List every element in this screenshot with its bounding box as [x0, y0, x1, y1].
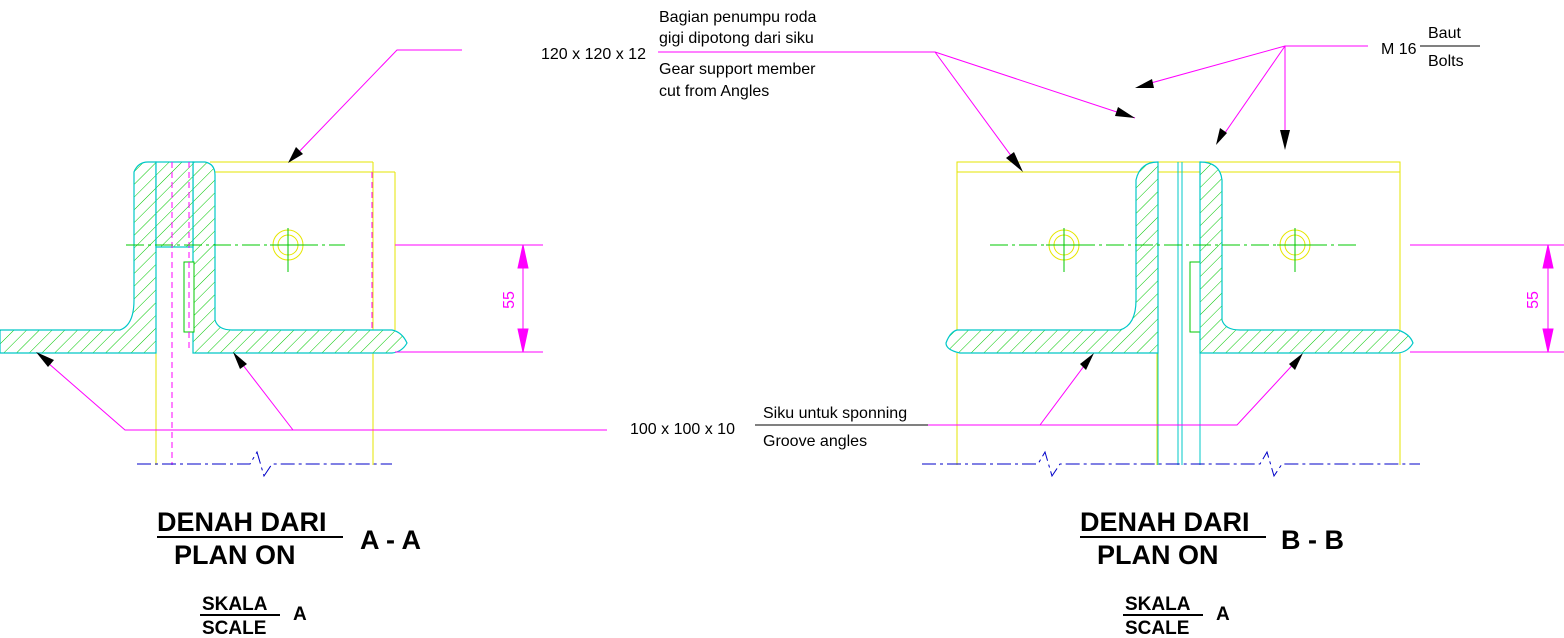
groove-label-en: Groove angles: [763, 433, 867, 450]
arrow-bolt-2: [1216, 128, 1227, 145]
break-line-left: [137, 450, 392, 478]
member-label-id-1: Bagian penumpu roda: [659, 9, 817, 26]
title-block-b: DENAH DARI PLAN ON B - B SKALA SCALE A: [1080, 507, 1344, 638]
view-a-a: 55: [0, 49, 607, 478]
dimension-label-left: 55: [501, 291, 518, 309]
scale-id-a: SKALA: [202, 594, 268, 615]
arrow-gear-right-1: [1006, 152, 1023, 172]
arrow-gear-right-2: [1115, 107, 1135, 118]
groove-size: 100 x 100 x 10: [630, 421, 735, 438]
title-block-a: DENAH DARI PLAN ON A - A SKALA SCALE A: [157, 507, 421, 638]
arrow-gear-left: [288, 147, 303, 163]
bolt-label-id: Baut: [1428, 25, 1461, 42]
member-label-en-1: Gear support member: [659, 61, 816, 78]
gear-member-hatch: [155, 161, 194, 248]
arrow-bolt-3: [1280, 130, 1290, 150]
scale-id-b: SKALA: [1125, 594, 1191, 615]
angle-right-right-hatch: [1199, 161, 1414, 354]
groove-slot-right: [1189, 261, 1201, 333]
bolt-size: M 16: [1381, 41, 1417, 58]
angle-left-hatch: [0, 161, 157, 354]
leader-gear-member-left: [292, 49, 462, 159]
scale-en-b: SCALE: [1125, 618, 1189, 638]
leader-bolts: [1139, 45, 1368, 144]
section-label-b: B - B: [1281, 525, 1344, 555]
scale-en-a: SCALE: [202, 618, 266, 638]
member-label-en-2: cut from Angles: [659, 83, 769, 100]
notes: 120 x 120 x 12 Bagian penumpu roda gigi …: [541, 9, 1464, 450]
break-line-right: [922, 450, 1420, 478]
leader-gear-member-right: [658, 51, 1136, 169]
title-en-b: PLAN ON: [1097, 540, 1219, 570]
scale-value-a: A: [293, 604, 307, 625]
arrow-bolt-1: [1135, 79, 1154, 88]
scale-value-b: A: [1216, 604, 1230, 625]
angle-center-hatch: [192, 161, 408, 354]
dimension-label-right: 55: [1525, 291, 1542, 309]
dimension-left: [395, 244, 543, 353]
leader-groove-left: [39, 355, 607, 431]
member-size: 120 x 120 x 12: [541, 46, 646, 63]
groove-label-id: Siku untuk sponning: [763, 405, 907, 422]
center-web-right: [1157, 162, 1201, 465]
title-id-b: DENAH DARI: [1080, 507, 1250, 537]
title-id-a: DENAH DARI: [157, 507, 327, 537]
leader-groove-right: [928, 357, 1300, 426]
title-en-a: PLAN ON: [174, 540, 296, 570]
member-label-id-2: gigi dipotong dari siku: [659, 30, 814, 47]
bolt-hole-icon: [1277, 228, 1313, 272]
arrow-groove-right-2: [1289, 353, 1303, 370]
arrow-groove-left-1: [36, 352, 54, 367]
arrow-groove-right-1: [1080, 353, 1094, 370]
view-b-b: 55: [658, 45, 1564, 478]
section-label-a: A - A: [360, 525, 421, 555]
bolt-label-en: Bolts: [1428, 53, 1464, 70]
arrow-groove-left-2: [233, 352, 247, 369]
bolt-hole-icon: [1046, 228, 1082, 272]
angle-right-left-hatch: [945, 161, 1159, 354]
dimension-right: [1410, 244, 1564, 353]
bolt-hole-icon: [270, 228, 306, 272]
plate-outline-left: [155, 161, 396, 465]
